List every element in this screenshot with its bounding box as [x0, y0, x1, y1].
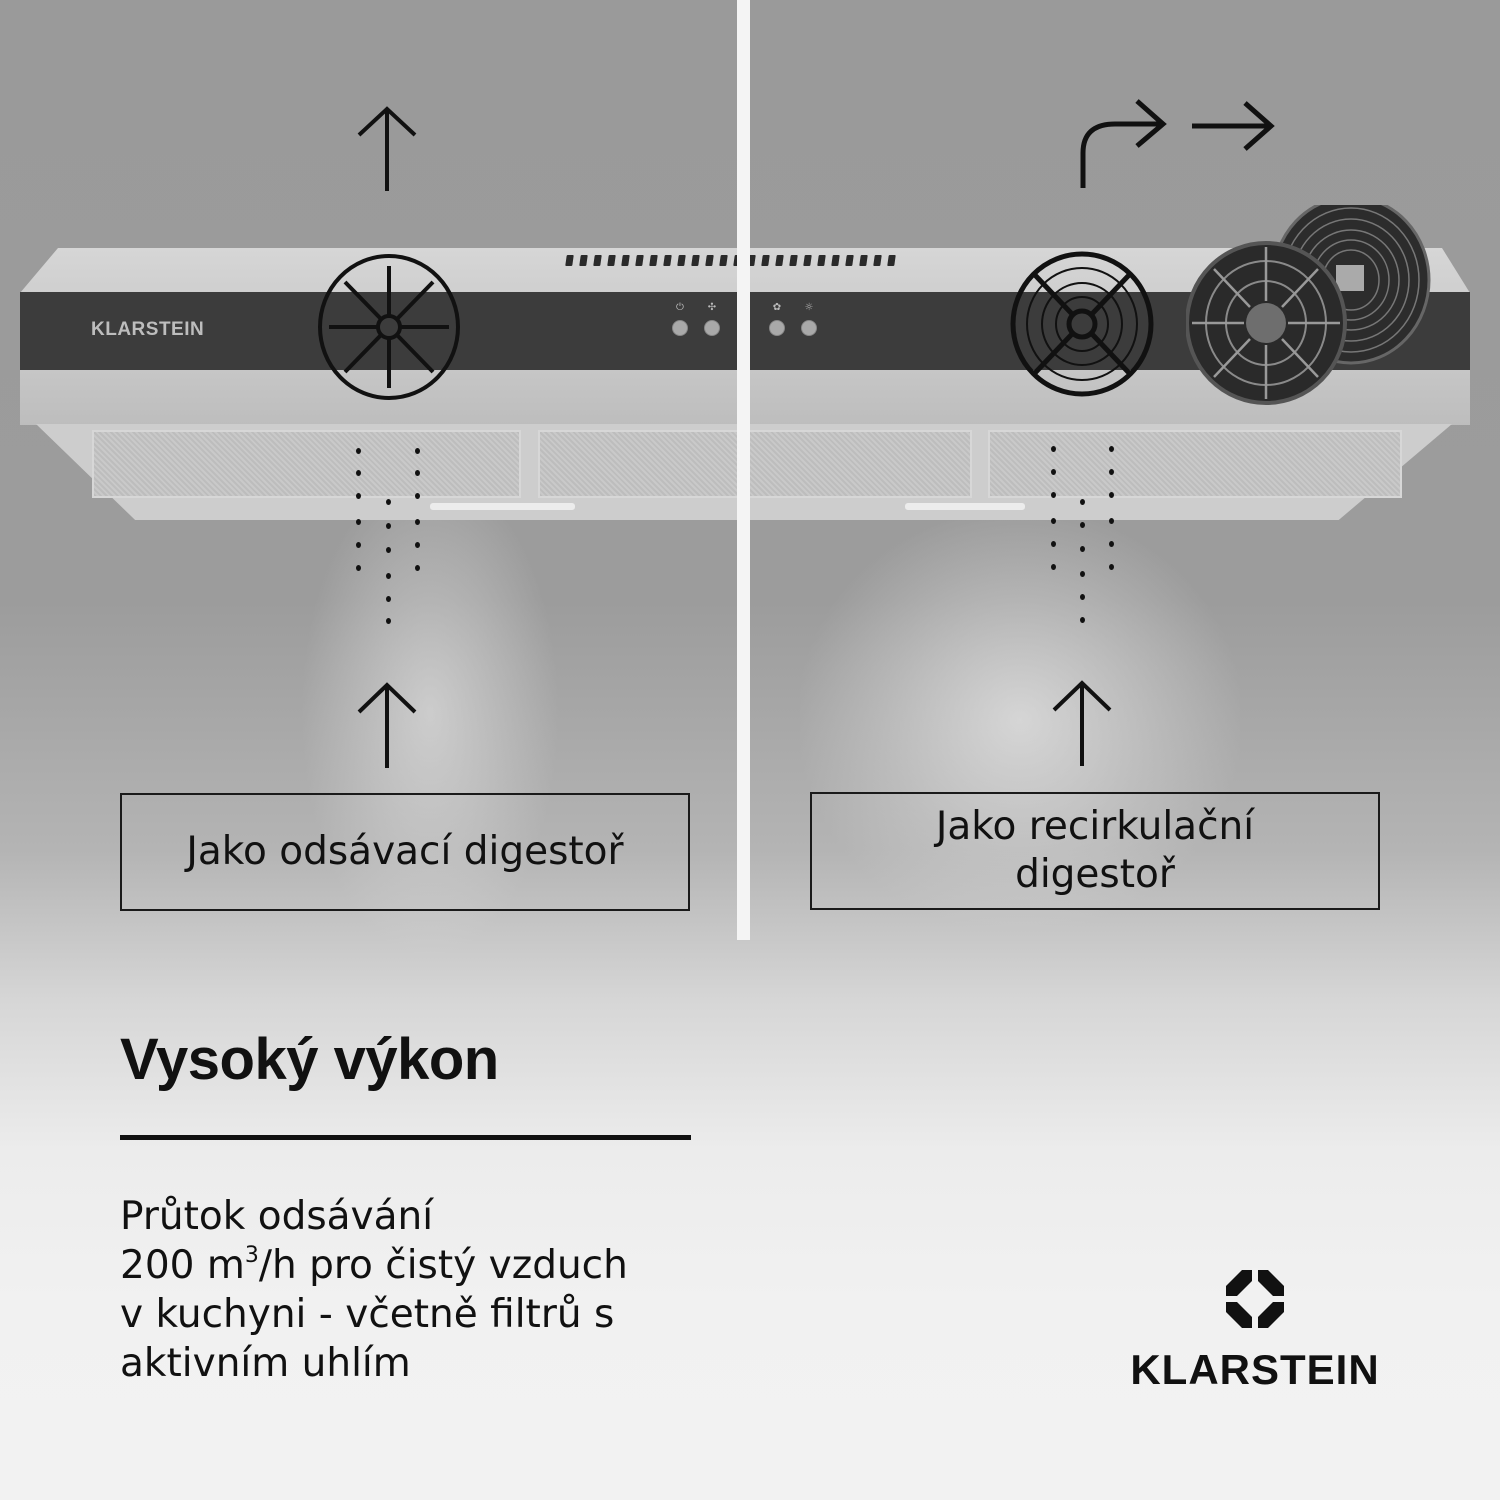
fan-speed-button[interactable]: ✿	[767, 300, 787, 336]
fan-icon: ✣	[707, 302, 717, 313]
recirculation-mode-label: Jako recirkulační digestoř	[810, 792, 1380, 910]
recirculation-mode-text: Jako recirkulační digestoř	[935, 804, 1255, 897]
grease-filter-3	[988, 430, 1402, 498]
feature-heading: Vysoký výkon	[120, 1027, 499, 1092]
light-button[interactable]: ☼	[799, 300, 819, 336]
heading-rule	[120, 1135, 691, 1140]
hood-brand-label: KLARSTEIN	[91, 319, 205, 340]
grease-filter-2	[538, 430, 972, 498]
klarstein-octagon-icon	[1224, 1268, 1286, 1330]
feature-description: Průtok odsávání 200 m3/h pro čistý vzduc…	[120, 1192, 720, 1388]
fan-speed-icon: ✿	[772, 302, 782, 313]
smoke-left	[300, 510, 560, 960]
power-button[interactable]: ⏻	[670, 300, 690, 336]
led-light-left	[430, 503, 575, 510]
feature-line-4: aktivním uhlím	[120, 1341, 411, 1386]
feature-line-3: v kuchyni - včetně filtrů s	[120, 1292, 615, 1337]
arrow-turn-right-icon	[1080, 99, 1275, 188]
fan-grille-icon	[1010, 251, 1154, 397]
feature-line-1: Průtok odsávání	[120, 1194, 434, 1239]
feature-line-2: 200 m3/h pro čistý vzduch	[120, 1243, 628, 1288]
exhaust-mode-text: Jako odsávací digestoř	[186, 829, 624, 874]
power-icon: ⏻	[676, 302, 684, 313]
smoke-right	[800, 510, 1240, 930]
exhaust-mode-label: Jako odsávací digestoř	[120, 793, 690, 911]
brand-logo: KLARSTEIN	[1125, 1268, 1385, 1394]
arrow-up-exhaust-icon	[357, 106, 417, 191]
vent-slots	[565, 255, 896, 266]
grease-filter-1	[92, 430, 521, 498]
fan-button[interactable]: ✣	[702, 300, 722, 336]
light-icon: ☼	[804, 302, 814, 313]
brand-wordmark: KLARSTEIN	[1130, 1346, 1380, 1393]
carbon-filters-image	[1186, 205, 1431, 405]
split-divider	[737, 0, 750, 940]
fan-exhaust-icon	[318, 254, 460, 400]
arrow-up-left-icon	[357, 682, 417, 768]
arrow-up-right-icon	[1052, 680, 1112, 766]
led-light-right	[905, 503, 1025, 510]
